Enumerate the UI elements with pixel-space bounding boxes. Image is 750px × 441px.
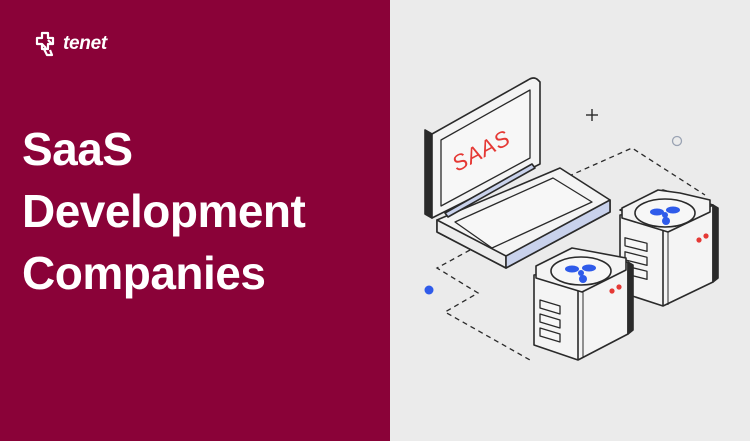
fan-icon	[650, 206, 680, 225]
plus-icon	[586, 109, 598, 121]
puzzle-cross-icon	[35, 31, 55, 57]
left-panel: tenet SaaS Development Companies	[0, 0, 390, 441]
illustration-panel: SAAS	[390, 0, 750, 441]
laptop-icon: SAAS	[424, 77, 611, 269]
brand-logo[interactable]: tenet	[33, 31, 107, 57]
server-icon	[533, 247, 634, 361]
saas-illustration: SAAS	[424, 77, 719, 361]
title-line-1: SaaS	[22, 123, 133, 175]
title-line-3: Companies	[22, 247, 266, 299]
title-line-2: Development	[22, 185, 306, 237]
fan-icon	[565, 264, 596, 283]
page-title: SaaS Development Companies	[22, 118, 306, 304]
logo-text: tenet	[63, 33, 107, 54]
dashed-connector	[435, 147, 706, 361]
dot-icon	[424, 285, 434, 295]
circle-icon	[671, 135, 683, 147]
